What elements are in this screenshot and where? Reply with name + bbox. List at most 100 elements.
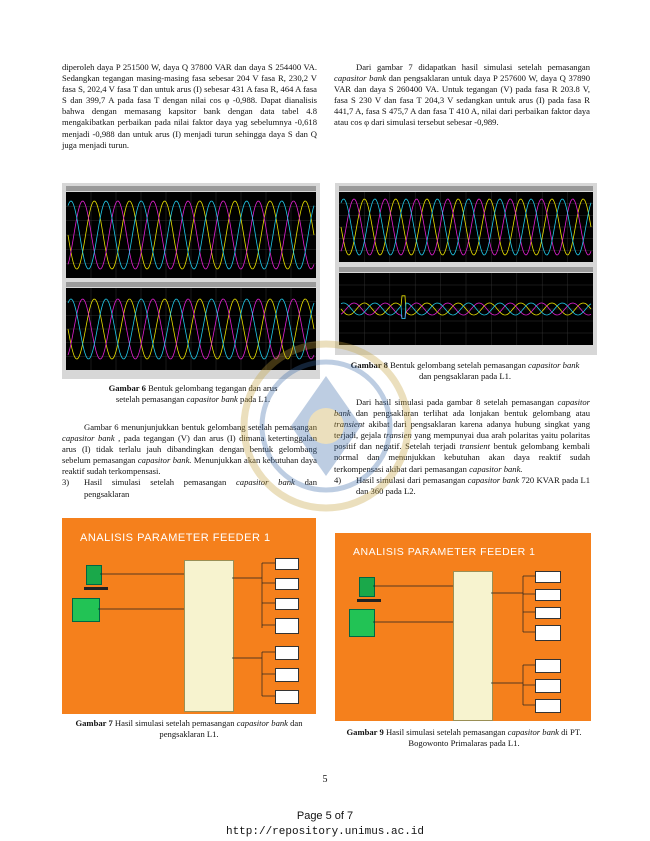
italic-run: transien: [383, 430, 412, 441]
italic-run: capasitor bank: [528, 360, 580, 370]
figure-7-wires: [98, 562, 275, 697]
waveform-trace: [340, 302, 592, 319]
waveform-trace: [67, 298, 315, 360]
display-block: [275, 618, 299, 634]
right-paragraph-fig8-text: Dari hasil simulasi pada gambar 8 setela…: [334, 397, 590, 475]
figure-8-caption: Gambar 8 Bentuk gelombang setelah pemasa…: [345, 360, 585, 382]
text-run: dan pengsaklaran L1.: [159, 718, 303, 739]
figure-6-waveforms: [66, 192, 316, 370]
waveform-trace: [67, 200, 315, 270]
italic-run: capasitor bank: [62, 433, 115, 444]
scope-title-bar: [339, 267, 593, 272]
breaker-block: [86, 565, 102, 585]
text-run: di PT. Bogowonto Primalaras pada L1.: [408, 727, 582, 748]
italic-run: capasitor bank: [507, 727, 559, 737]
page-number: 5: [322, 774, 328, 785]
waveform-trace: [67, 200, 315, 270]
left-paragraph-top: diperoleh daya P 251500 W, daya Q 37800 …: [62, 62, 317, 151]
waveform-trace: [67, 200, 315, 270]
figure-6-oscilloscope: [62, 183, 320, 379]
text-run: yang mempunyai dua arah polaritas yaitu …: [334, 430, 590, 452]
display-block: [275, 578, 299, 590]
caption-label: Gambar 6: [108, 383, 146, 393]
display-block: [535, 679, 561, 693]
caption-label: Gambar 9: [346, 727, 384, 737]
italic-run: capasitor bank: [467, 474, 520, 485]
footer-repository-url[interactable]: http://repository.unimus.ac.id: [225, 826, 425, 838]
simulation-title: ANALISIS PARAMETER FEEDER 1: [80, 532, 271, 544]
display-block: [535, 607, 561, 619]
text-run: bentuk gelombang kembali normal dan menu…: [334, 441, 590, 474]
university-seal-watermark: [240, 340, 412, 512]
figure-7-simulation: ANALISIS PARAMETER FEEDER 1: [62, 518, 316, 714]
simulation-title: ANALISIS PARAMETER FEEDER 1: [353, 546, 536, 558]
waveform-trace: [340, 302, 592, 319]
text-run: dan pengsaklaran pada L1.: [418, 371, 512, 381]
italic-run: capasitor bank.: [137, 455, 192, 466]
waveform-trace: [67, 298, 315, 360]
text-run: Menunjukkan akan kebutuhan daya reaktif …: [62, 455, 317, 477]
display-block: [535, 589, 561, 601]
text-run: Bentuk gelombang setelah pemasangan: [387, 360, 529, 370]
italic-run: capasitor bank: [236, 718, 288, 728]
text-run: Bentuk gelombang tegangan dan arus setel…: [115, 383, 278, 404]
display-block: [275, 558, 299, 570]
list-number: 3): [62, 477, 70, 488]
text-run: 720 KVAR pada L1 dan 360 pada L2.: [356, 474, 590, 496]
display-block: [275, 598, 299, 610]
figure-8-waveforms: [339, 192, 593, 345]
italic-run: capasitor bank: [334, 397, 590, 418]
figure-8-oscilloscope: [335, 183, 597, 355]
caption-label: Gambar 7: [75, 718, 113, 728]
measurement-block: [453, 571, 493, 721]
right-paragraph-top-text: Dari gambar 7 didapatkan hasil simulasi …: [334, 62, 590, 129]
list-item-4: 4) Hasil simulasi dari pemasangan capasit…: [334, 475, 590, 497]
text-run: Hasil simulasi dari pemasangan: [356, 474, 468, 485]
italic-run: capasitor bank: [186, 394, 238, 404]
right-paragraph-fig8: Dari hasil simulasi pada gambar 8 setela…: [334, 397, 590, 497]
footer-page-indicator: Page 5 of 7: [296, 810, 354, 822]
text-run: Dari gambar 7 didapatkan hasil simulasi …: [356, 62, 590, 72]
display-block: [535, 659, 561, 673]
source-block: [72, 598, 100, 622]
figure-6-caption: Gambar 6 Bentuk gelombang tegangan dan a…: [100, 383, 286, 405]
list-item-3: 3) Hasil simulasi setelah pemasangan capa…: [62, 477, 317, 499]
waveform-trace: [340, 198, 592, 256]
display-block: [275, 646, 299, 660]
waveform-trace: [67, 298, 315, 360]
scope-title-bar: [66, 282, 316, 287]
text-run: Dari hasil simulasi pada gambar 8 setela…: [356, 397, 558, 407]
text-run: Hasil simulasi setelah pemasangan: [84, 477, 236, 488]
text-run: Hasil simulasi setelah pemasangan: [112, 718, 237, 728]
list-number: 4): [334, 474, 342, 485]
italic-run: capasitor bank.: [469, 463, 523, 474]
measurement-block: [184, 560, 234, 712]
waveform-trace: [340, 198, 592, 256]
breaker-block: [359, 577, 375, 597]
figure-9-wires: [373, 575, 535, 706]
text-run: , pada tegangan (V) dan arus (I) dimana …: [62, 433, 317, 466]
display-block: [535, 571, 561, 583]
left-paragraph-fig6: Gambar 6 menunjunjukkan bentuk gelombang…: [62, 422, 317, 500]
right-paragraph-top: Dari gambar 7 didapatkan hasil simulasi …: [334, 62, 590, 129]
text-run: dan pengsaklaran: [84, 477, 317, 499]
display-block: [535, 625, 561, 641]
italic-run: transient: [334, 419, 365, 429]
figure-9-simulation: ANALISIS PARAMETER FEEDER 1: [335, 533, 591, 721]
italic-run: capasitor bank: [235, 477, 295, 488]
waveform-trace: [340, 198, 592, 256]
block-tag: [357, 599, 381, 602]
display-block: [275, 668, 299, 682]
source-block: [349, 609, 375, 637]
text-run: akibat dari pengsaklaran karena adanya h…: [334, 419, 590, 441]
figure-9-caption: Gambar 9 Hasil simulasi setelah pemasang…: [335, 727, 593, 749]
caption-label: Gambar 8: [350, 360, 388, 370]
scope-title-bar: [66, 186, 316, 191]
italic-run: capasitor bank: [334, 73, 386, 84]
text-run: Gambar 6 menunjunjukkan bentuk gelombang…: [84, 422, 317, 432]
left-paragraph-fig6-text: Gambar 6 menunjunjukkan bentuk gelombang…: [62, 422, 317, 477]
waveform-trace: [340, 295, 592, 316]
block-tag: [84, 587, 108, 590]
display-block: [535, 699, 561, 713]
scope-title-bar: [339, 186, 593, 191]
